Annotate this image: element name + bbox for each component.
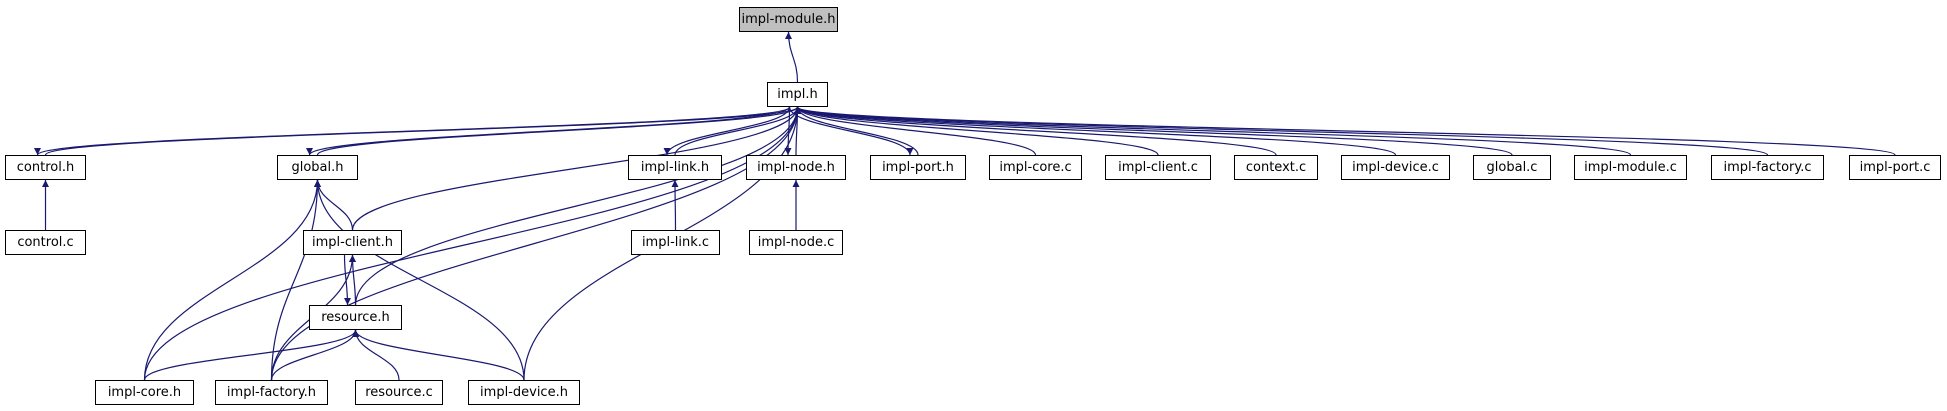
node-impl-link-c[interactable]: impl-link.c xyxy=(631,230,720,255)
edge-impl-factory-h-to-global-h xyxy=(270,179,322,381)
node-label: impl-device.h xyxy=(480,385,568,400)
edge-resource-h-to-impl-client-h xyxy=(348,254,357,306)
edge-impl-device-h-to-resource-h xyxy=(351,329,525,381)
edge-impl-port-c-to-impl-h xyxy=(794,106,1896,156)
edge-impl-h-to-impl-node-h xyxy=(784,106,792,156)
node-context-c[interactable]: context.c xyxy=(1234,155,1318,180)
edge-impl-device-h-to-global-h xyxy=(313,179,525,381)
node-impl-module-h: impl-module.h xyxy=(739,7,838,32)
node-impl-node-c[interactable]: impl-node.c xyxy=(749,230,843,255)
node-impl-module-c[interactable]: impl-module.c xyxy=(1574,155,1687,180)
edge-impl-core-h-to-resource-h xyxy=(143,329,360,381)
node-global-h[interactable]: global.h xyxy=(277,155,358,180)
node-impl-link-h[interactable]: impl-link.h xyxy=(628,155,722,180)
node-label: impl-module.h xyxy=(741,12,836,27)
edge-impl-factory-h-to-resource-h xyxy=(270,329,360,381)
node-label: impl-core.c xyxy=(999,160,1072,175)
edge-impl-client-h-to-impl-h xyxy=(351,106,802,231)
node-control-c[interactable]: control.c xyxy=(5,230,86,255)
node-impl-node-h[interactable]: impl-node.h xyxy=(746,155,846,180)
node-label: impl-factory.h xyxy=(226,385,317,400)
edge-impl-factory-c-to-impl-h xyxy=(794,106,1769,156)
edge-impl-module-c-to-impl-h xyxy=(794,106,1632,156)
node-label: control.c xyxy=(17,235,74,250)
node-impl-core-h[interactable]: impl-core.h xyxy=(95,380,194,405)
node-label: impl-client.c xyxy=(1118,160,1198,175)
node-label: impl.h xyxy=(777,87,818,102)
node-label: impl-link.c xyxy=(641,235,710,250)
node-impl-client-c[interactable]: impl-client.c xyxy=(1105,155,1211,180)
node-label: impl-client.h xyxy=(312,235,393,250)
node-impl-core-c[interactable]: impl-core.c xyxy=(989,155,1082,180)
edge-impl-client-h-to-resource-h xyxy=(343,254,352,306)
edge-impl-h-to-impl-link-h xyxy=(663,106,791,156)
node-label: impl-device.c xyxy=(1352,160,1439,175)
node-label: resource.c xyxy=(365,385,433,400)
edge-impl-h-to-impl-module-h xyxy=(784,31,799,83)
node-impl-factory-h[interactable]: impl-factory.h xyxy=(215,380,328,405)
node-label: impl-module.c xyxy=(1584,160,1677,175)
edge-impl-client-c-to-impl-h xyxy=(794,106,1159,156)
node-label: context.c xyxy=(1245,160,1307,175)
node-impl-device-h[interactable]: impl-device.h xyxy=(468,380,580,405)
node-impl-port-h[interactable]: impl-port.h xyxy=(870,155,966,180)
node-label: impl-link.h xyxy=(640,160,710,175)
node-label: global.c xyxy=(1486,160,1538,175)
edge-impl-link-h-to-impl-h xyxy=(674,106,802,156)
node-label: control.h xyxy=(16,160,75,175)
node-impl-factory-c[interactable]: impl-factory.c xyxy=(1711,155,1824,180)
node-label: impl-port.h xyxy=(882,160,954,175)
node-label: impl-node.c xyxy=(757,235,835,250)
edge-global-c-to-impl-h xyxy=(794,106,1513,156)
node-control-h[interactable]: control.h xyxy=(5,155,86,180)
edge-impl-core-h-to-global-h xyxy=(143,179,322,381)
edge-impl-factory-h-to-impl-h xyxy=(270,106,802,381)
node-global-c[interactable]: global.c xyxy=(1473,155,1551,180)
node-resource-h[interactable]: resource.h xyxy=(309,305,402,330)
edge-resource-h-to-impl-h xyxy=(354,106,802,306)
node-impl-h[interactable]: impl.h xyxy=(767,82,828,107)
edge-impl-core-c-to-impl-h xyxy=(793,106,1037,156)
node-label: resource.h xyxy=(321,310,390,325)
edge-impl-link-c-to-impl-link-h xyxy=(671,179,679,231)
node-impl-device-c[interactable]: impl-device.c xyxy=(1341,155,1450,180)
node-impl-port-c[interactable]: impl-port.c xyxy=(1849,155,1941,180)
node-impl-client-h[interactable]: impl-client.h xyxy=(303,230,402,255)
edge-impl-h-to-control-h xyxy=(34,106,791,156)
node-label: impl-factory.c xyxy=(1723,160,1812,175)
node-label: global.h xyxy=(291,160,344,175)
node-resource-c[interactable]: resource.c xyxy=(355,380,443,405)
edge-context-c-to-impl-h xyxy=(794,106,1277,156)
edge-impl-h-to-global-h xyxy=(306,106,791,156)
edge-impl-core-h-to-impl-h xyxy=(143,106,802,381)
node-label: impl-node.h xyxy=(757,160,835,175)
node-label: impl-core.h xyxy=(107,385,182,400)
edge-impl-h-to-impl-port-h xyxy=(788,106,914,156)
edge-impl-device-c-to-impl-h xyxy=(794,106,1397,156)
node-label: impl-port.c xyxy=(1859,160,1931,175)
